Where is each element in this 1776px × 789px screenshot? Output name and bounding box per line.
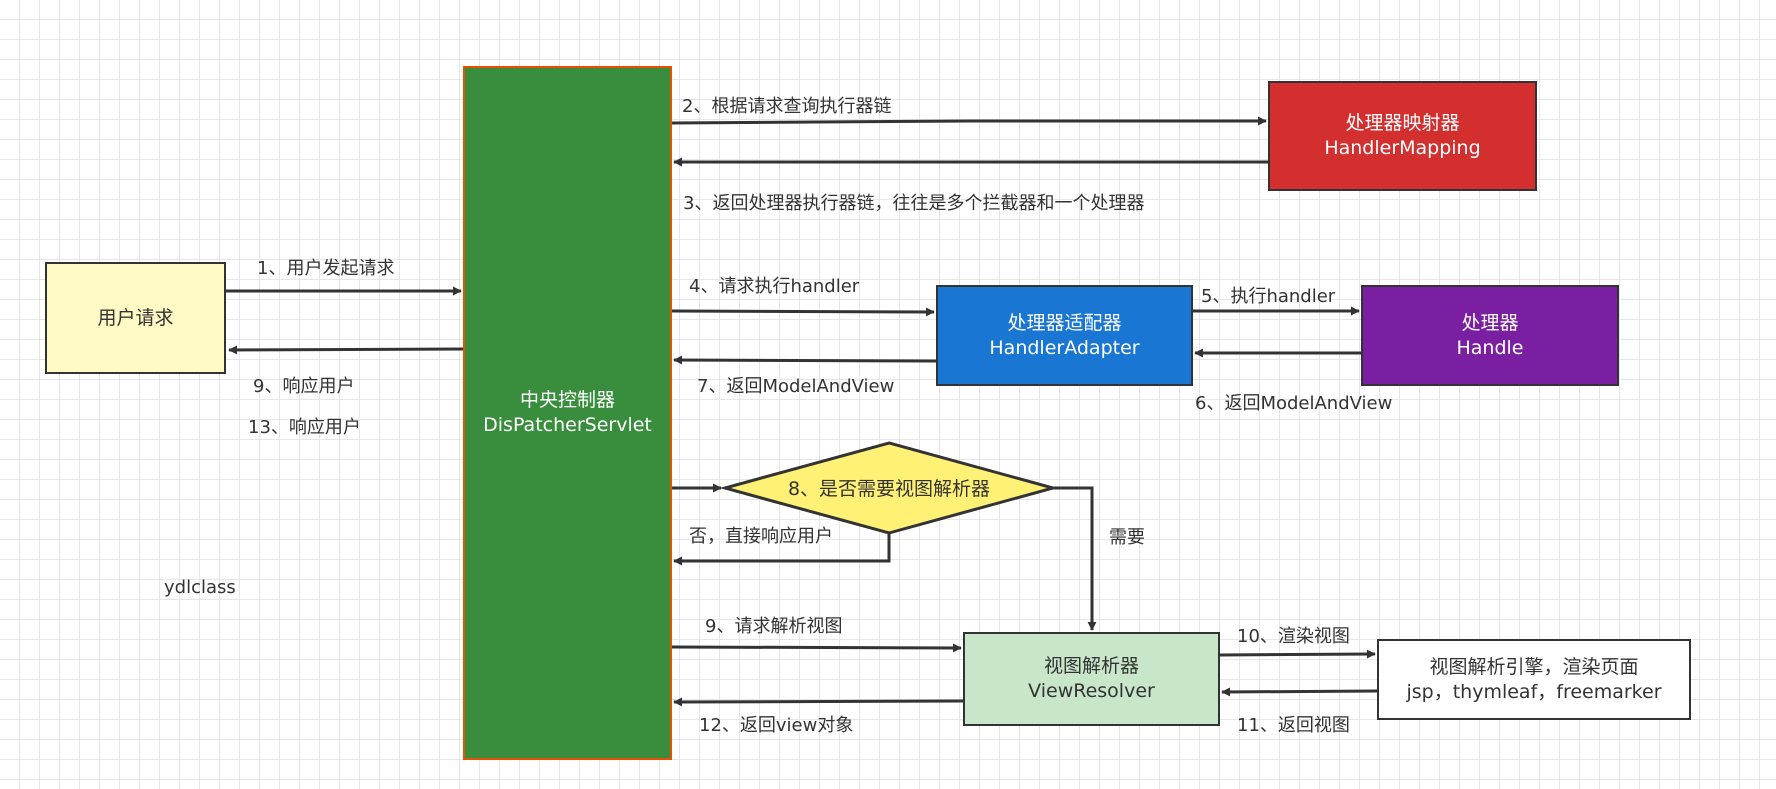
edge-10-render-view: [1219, 649, 1376, 659]
edge-9-respond-user: [228, 345, 464, 355]
view-engine-box: 视图解析引擎，渲染页面 jsp，thymleaf，freemarker: [1377, 639, 1691, 720]
edge-label-5: 5、执行handler: [1201, 286, 1336, 307]
handler-adapter-box: 处理器适配器 HandlerAdapter: [936, 285, 1193, 386]
user-request-label: 用户请求: [97, 306, 174, 329]
edge-2-query-chain: [671, 116, 1267, 126]
handler-mapping-title: 处理器映射器: [1345, 112, 1460, 134]
edge-label-13-respond: 13、响应用户: [248, 417, 361, 438]
edge-9-request-view: [671, 643, 962, 653]
edge-label-12: 12、返回view对象: [699, 715, 854, 736]
handler-title: 处理器: [1461, 311, 1519, 334]
dispatcher-title: 中央控制器: [519, 389, 615, 411]
edge-label-11: 11、返回视图: [1237, 715, 1350, 736]
edge-label-2: 2、根据请求查询执行器链: [682, 96, 892, 117]
view-engine-title: 视图解析引擎，渲染页面: [1429, 655, 1639, 678]
edge-label-7: 7、返回ModelAndView: [697, 376, 895, 397]
handler-box: 处理器 Handle: [1361, 285, 1619, 386]
view-engine-subtitle: jsp，thymleaf，freemarker: [1406, 680, 1662, 703]
dispatcher-box: 中央控制器 DisPatcherServlet: [463, 66, 672, 760]
edge-label-3: 3、返回处理器执行器链，往往是多个拦截器和一个处理器: [683, 193, 1145, 214]
edge-12-return-view: [673, 697, 964, 707]
dispatcher-subtitle: DisPatcherServlet: [483, 414, 652, 436]
edge-4-execute-handler: [671, 307, 935, 317]
edge-label-6: 6、返回ModelAndView: [1195, 393, 1393, 414]
view-resolver-title: 视图解析器: [1043, 655, 1139, 677]
handler-mapping-box: 处理器映射器 HandlerMapping: [1268, 81, 1537, 191]
view-resolver-box: 视图解析器 ViewResolver: [963, 632, 1220, 726]
handler-mapping-subtitle: HandlerMapping: [1324, 137, 1481, 159]
view-resolver-subtitle: ViewResolver: [1028, 680, 1155, 702]
edge-label-9-request: 9、请求解析视图: [705, 616, 843, 637]
edge-label-1: 1、用户发起请求: [257, 258, 395, 279]
edge-11-return-view: [1221, 687, 1378, 697]
edge-label-10: 10、渲染视图: [1237, 626, 1350, 647]
decision-label: 8、是否需要视图解析器: [788, 478, 990, 500]
edge-7-return-mav: [673, 355, 937, 365]
watermark-text: ydlclass: [164, 577, 236, 598]
user-request-box: 用户请求: [45, 262, 226, 374]
handler-adapter-subtitle: HandlerAdapter: [989, 336, 1140, 359]
handler-adapter-title: 处理器适配器: [1007, 311, 1122, 334]
edge-label-9-respond: 9、响应用户: [253, 376, 355, 397]
edge-no-respond: [673, 533, 891, 566]
decision-diamond: [719, 441, 1059, 535]
handler-subtitle: Handle: [1456, 336, 1524, 359]
edge-label-no: 否，直接响应用户: [689, 526, 833, 547]
edge-label-4: 4、请求执行handler: [689, 276, 860, 297]
edge-label-yes: 需要: [1109, 527, 1145, 548]
edge-yes-needed: [1053, 486, 1097, 631]
